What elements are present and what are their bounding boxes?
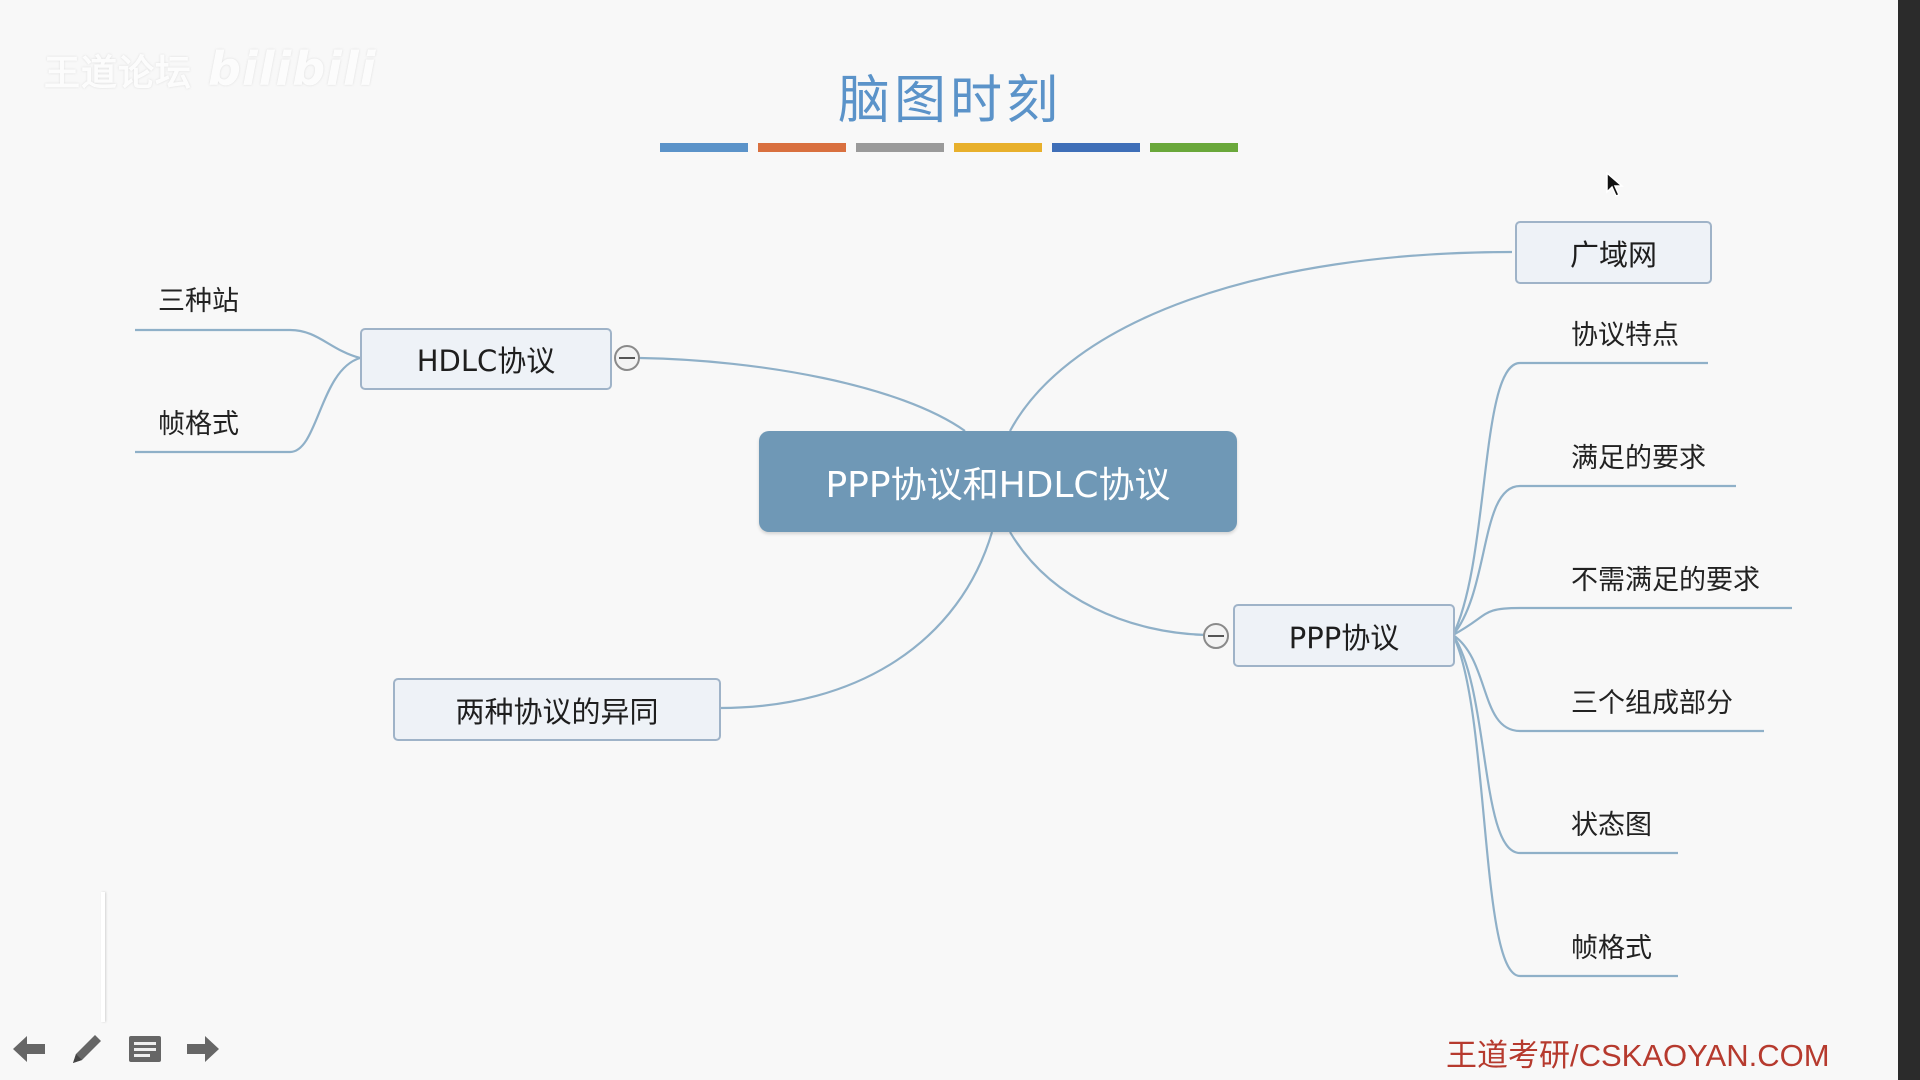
watermark-text: 王道论坛 (44, 53, 193, 94)
connector-wan (1009, 250, 1513, 432)
hdlc-collapse-icon[interactable] (614, 345, 640, 371)
connector-diff (719, 531, 994, 710)
connector-hdlc-child-2 (135, 356, 361, 454)
next-arrow-icon[interactable] (184, 1030, 222, 1068)
ppp-child-5[interactable]: 状态图 (1571, 810, 1652, 841)
hdlc-node[interactable]: HDLC协议 (360, 328, 612, 390)
color-segment-4 (954, 143, 1042, 152)
central-node[interactable]: PPP协议和HDLC协议 (759, 431, 1237, 532)
color-bar (660, 143, 1238, 152)
ppp-child-4[interactable]: 三个组成部分 (1571, 688, 1733, 719)
menu-icon[interactable] (126, 1030, 164, 1068)
wan-node[interactable]: 广域网 (1515, 221, 1712, 284)
ppp-collapse-icon[interactable] (1203, 623, 1229, 649)
connector-ppp (1009, 531, 1207, 637)
hdlc-child-2[interactable]: 帧格式 (158, 409, 239, 440)
color-segment-5 (1052, 143, 1140, 152)
connector-ppp-child-6 (1452, 634, 1678, 978)
mouse-cursor-icon (1606, 171, 1625, 202)
bilibili-logo: bilibili (208, 42, 377, 96)
connector-hdlc-child-1 (135, 328, 361, 360)
color-segment-2 (758, 143, 846, 152)
diff-node[interactable]: 两种协议的异同 (393, 678, 721, 741)
ppp-child-1[interactable]: 协议特点 (1571, 320, 1679, 351)
color-segment-1 (660, 143, 748, 152)
ppp-node[interactable]: PPP协议 (1233, 604, 1455, 667)
ppp-child-2[interactable]: 满足的要求 (1571, 443, 1706, 474)
prev-arrow-icon[interactable] (10, 1030, 48, 1068)
connector-ppp-child-4 (1452, 634, 1764, 733)
ppp-child-6[interactable]: 帧格式 (1571, 933, 1652, 964)
color-segment-3 (856, 143, 944, 152)
slide-nav-controls (10, 1030, 222, 1068)
connector-ppp-child-1 (1452, 361, 1708, 636)
connector-hdlc (639, 356, 966, 432)
right-edge-strip (1898, 0, 1920, 1080)
slide-title: 脑图时刻 (837, 71, 1062, 131)
color-segment-6 (1150, 143, 1238, 152)
connector-ppp-child-5 (1452, 634, 1678, 855)
pen-icon[interactable] (68, 1030, 106, 1068)
connector-ppp-child-3 (1452, 606, 1792, 636)
side-bar (101, 892, 105, 1022)
hdlc-child-1[interactable]: 三种站 (158, 286, 239, 317)
footer-brand: 王道考研/CSKAOYAN.COM (1446, 1038, 1830, 1073)
watermark: 王道论坛 bilibili (44, 42, 376, 96)
ppp-child-3[interactable]: 不需满足的要求 (1571, 565, 1760, 596)
connector-ppp-child-2 (1452, 484, 1736, 636)
